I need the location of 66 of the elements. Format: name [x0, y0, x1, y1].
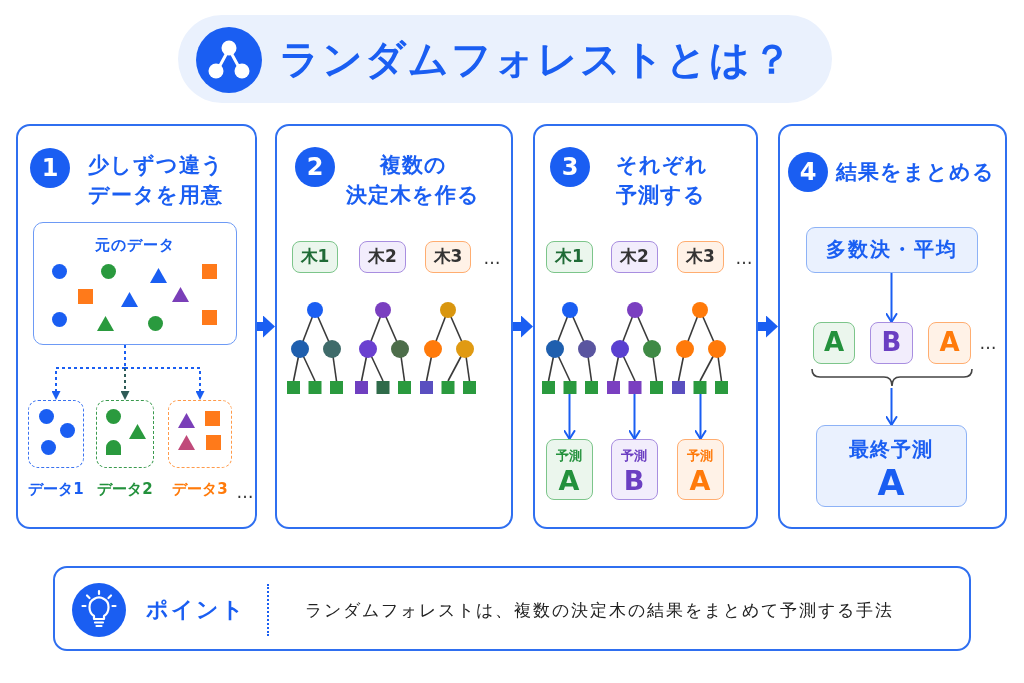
step-panel — [533, 124, 758, 529]
prediction-label: 予測 — [686, 446, 714, 465]
block-arrow — [513, 315, 533, 338]
decision-tree-icon — [420, 302, 476, 394]
step-heading: 少しずつ違うデータを用意 — [88, 152, 225, 209]
data-caption: データ3 — [171, 479, 229, 500]
title-text: ランダムフォレストとは？ — [279, 35, 795, 84]
prediction-label: 予測 — [555, 446, 583, 465]
prediction-card — [677, 439, 724, 500]
tree-tag: 木2 — [611, 241, 658, 273]
step-panel — [16, 124, 257, 529]
final-prediction-card — [816, 425, 967, 507]
decision-tree-icon — [355, 302, 411, 394]
step-panel — [275, 124, 513, 529]
ellipsis-text: … — [978, 332, 998, 354]
ellipsis-text: … — [235, 481, 255, 503]
prediction-card — [611, 439, 658, 500]
vote-result-tile: A — [813, 322, 855, 364]
step-number-badge: 3 — [550, 147, 590, 187]
arrow — [628, 393, 641, 440]
ellipsis-text: … — [482, 247, 502, 269]
data-caption: データ2 — [96, 479, 154, 500]
prediction-value: A — [688, 465, 712, 496]
block-arrow — [257, 315, 275, 338]
prediction-value: B — [622, 465, 646, 496]
dashed-arrow — [124, 367, 205, 400]
tree-tag: 木1 — [546, 241, 593, 273]
tree-tag: 木3 — [425, 241, 471, 273]
decision-tree-icon — [287, 302, 343, 394]
tree-tag: 木2 — [359, 241, 406, 273]
vote-result-tile: B — [870, 322, 913, 364]
tree-tag: 木3 — [677, 241, 724, 273]
dashed-arrow — [120, 367, 130, 400]
tree-tag: 木1 — [292, 241, 338, 273]
step-number-badge: 4 — [788, 152, 828, 192]
step-heading: 結果をまとめる — [836, 159, 996, 186]
curly-brace — [811, 368, 973, 388]
arrow — [885, 387, 898, 426]
method-box: 多数決・平均 — [806, 227, 978, 273]
decision-tree-icon — [542, 302, 598, 394]
data-heading: 元のデータ — [93, 234, 176, 256]
ellipsis-text: … — [734, 247, 754, 269]
step-heading: それぞれ予測する — [616, 152, 709, 209]
decision-tree-icon — [672, 302, 728, 394]
data-caption: データ1 — [27, 479, 85, 500]
step-number-badge: 2 — [295, 147, 335, 187]
dashed-line — [124, 344, 126, 369]
point-heading: ポイント — [146, 596, 247, 624]
arrow — [694, 393, 707, 440]
data-panel — [33, 222, 237, 345]
arrow — [885, 272, 898, 323]
step-panel — [778, 124, 1007, 529]
arrow — [563, 393, 576, 440]
step-number-badge: 1 — [30, 148, 70, 188]
block-arrow — [758, 315, 778, 338]
final-prediction-label: 最終予測 — [848, 435, 934, 463]
decision-tree-icon — [607, 302, 663, 394]
step-heading: 複数の決定木を作る — [345, 152, 481, 209]
final-prediction-value: A — [876, 462, 906, 503]
prediction-card — [546, 439, 593, 500]
point-text: ランダムフォレストは、複数の決定木の結果をまとめて予測する手法 — [305, 599, 895, 622]
vote-result-tile: A — [928, 322, 971, 364]
key-point-box — [53, 566, 971, 651]
prediction-value: A — [557, 465, 581, 496]
dashed-arrow — [51, 367, 126, 400]
prediction-label: 予測 — [620, 446, 648, 465]
